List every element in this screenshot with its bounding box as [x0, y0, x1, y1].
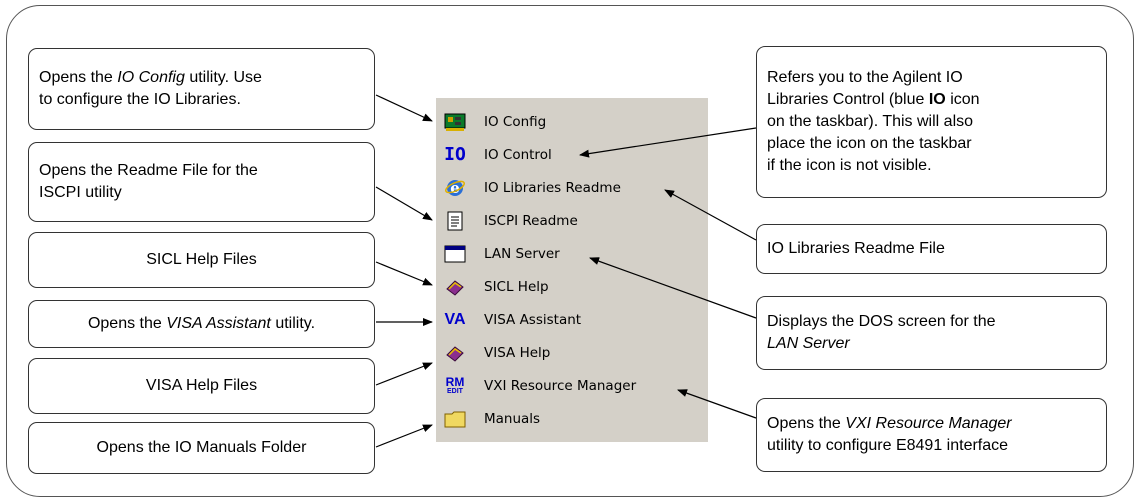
menu-item-visa-assistant[interactable]: VA VISA Assistant	[436, 303, 708, 336]
menu-item-label: IO Config	[484, 113, 547, 130]
menu-item-label: ISCPI Readme	[484, 212, 578, 229]
menu-item-label: IO Control	[484, 146, 552, 163]
menu-item-label: LAN Server	[484, 245, 560, 262]
menu-item-sicl-help[interactable]: SICL Help	[436, 270, 708, 303]
menu-item-io-libraries-readme[interactable]: e IO Libraries Readme	[436, 171, 708, 204]
rm-icon-bottom-text: EDIT	[447, 388, 463, 395]
arrow-iscpi-readme	[375, 186, 433, 221]
menu-item-io-control[interactable]: IO IO Control	[436, 138, 708, 171]
io-text-icon: IO	[444, 144, 466, 165]
callout-manuals: Opens the IO Manuals Folder	[28, 422, 375, 474]
menu-item-label: IO Libraries Readme	[484, 179, 621, 196]
callout-vxi-resource-manager: Opens the VXI Resource Manager utility t…	[756, 398, 1107, 472]
menu-item-label: VXI Resource Manager	[484, 377, 637, 394]
arrow-lan-server	[589, 257, 757, 319]
callout-lan-server: Displays the DOS screen for the LAN Serv…	[756, 296, 1107, 370]
callout-visa-help: VISA Help Files	[28, 358, 375, 414]
callout-sicl-help: SICL Help Files	[28, 232, 375, 288]
menu-item-io-config[interactable]: IO Config	[436, 105, 708, 138]
arrow-io-libraries-readme	[664, 189, 757, 241]
folder-icon	[444, 408, 466, 430]
callout-visa-assistant: Opens the VISA Assistant utility.	[28, 300, 375, 348]
menu-item-vxi-resource-manager[interactable]: RM EDIT VXI Resource Manager	[436, 369, 708, 402]
menu-item-iscpi-readme[interactable]: ISCPI Readme	[436, 204, 708, 237]
callout-io-config: Opens the IO Config utility. Use to conf…	[28, 48, 375, 130]
callout-io-control: Refers you to the Agilent IO Libraries C…	[756, 46, 1107, 198]
arrow-sicl-help	[375, 261, 433, 286]
programs-menu: IO Config IO IO Control e IO Libraries R…	[436, 98, 708, 442]
rm-icon-top-text: RM	[445, 375, 465, 389]
help-book-icon	[444, 342, 466, 364]
text-document-icon	[444, 210, 466, 232]
menu-item-label: SICL Help	[484, 278, 549, 295]
arrow-manuals	[375, 424, 433, 448]
diagram-frame	[6, 5, 1134, 497]
menu-item-manuals[interactable]: Manuals	[436, 402, 708, 435]
va-text-icon: VA	[444, 310, 466, 328]
menu-item-visa-help[interactable]: VISA Help	[436, 336, 708, 369]
menu-item-label: VISA Help	[484, 344, 551, 361]
arrow-io-control	[579, 127, 757, 158]
arrow-io-config	[375, 94, 433, 122]
rm-edit-icon: RM EDIT	[444, 375, 466, 397]
menu-item-label: Manuals	[484, 410, 541, 427]
help-book-icon	[444, 276, 466, 298]
svg-text:e: e	[450, 179, 460, 197]
menu-item-lan-server[interactable]: LAN Server	[436, 237, 708, 270]
arrow-vxi-resource-manager	[677, 389, 757, 419]
callout-iscpi-readme: Opens the Readme File for the ISCPI util…	[28, 142, 375, 222]
arrow-visa-help	[375, 362, 433, 386]
internet-explorer-icon: e	[444, 177, 466, 199]
menu-item-label: VISA Assistant	[484, 311, 582, 328]
dos-window-icon	[444, 243, 466, 265]
callout-io-libraries-readme: IO Libraries Readme File	[756, 224, 1107, 274]
circuit-board-icon	[444, 111, 466, 133]
